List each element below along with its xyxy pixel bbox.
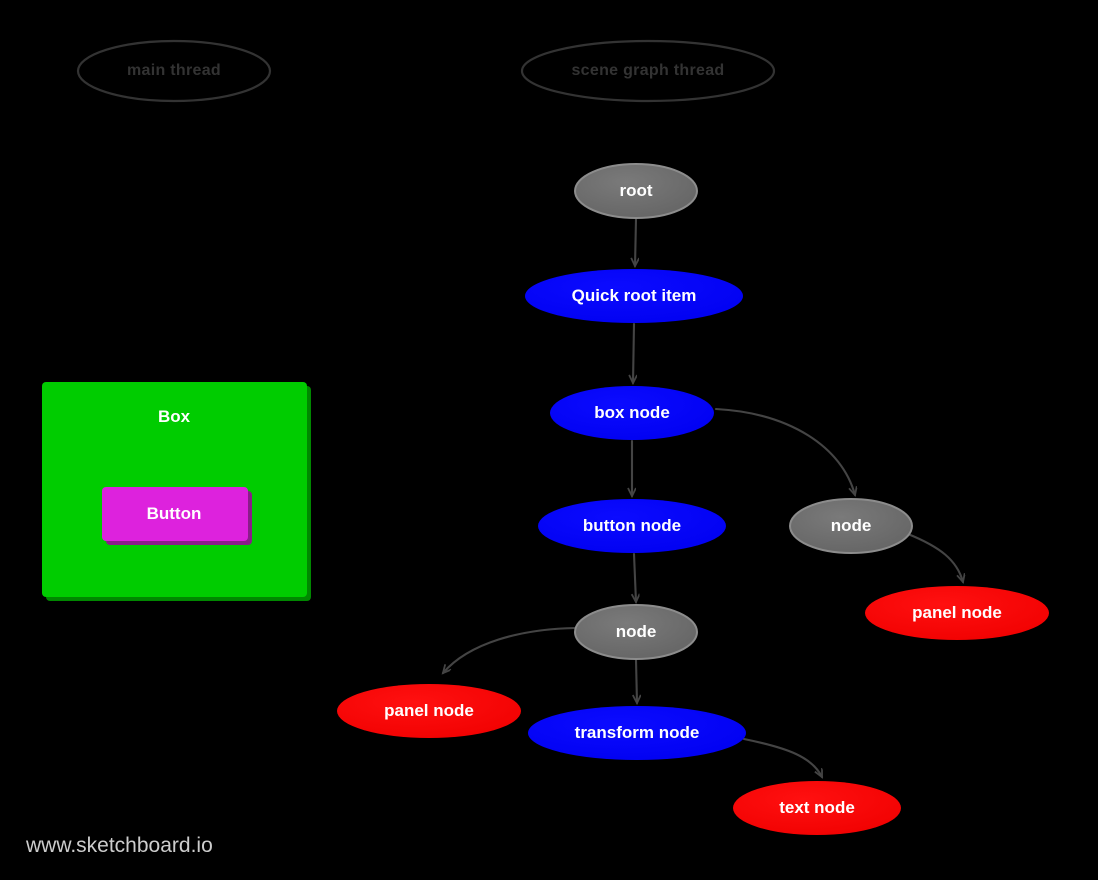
edge-root-to-quick-root-item[interactable] [635, 217, 636, 266]
edge-node-right-to-panel-node-right[interactable] [906, 532, 963, 582]
node-ellipse-text-node[interactable] [733, 781, 901, 835]
swimlane-ellipse-main-thread[interactable] [76, 39, 272, 103]
node-ellipse-quick-root-item[interactable] [525, 269, 743, 323]
node-ellipse-panel-node-left[interactable] [337, 684, 521, 738]
shape-button[interactable] [102, 487, 252, 545]
node-ellipse-root[interactable] [574, 163, 698, 219]
shape-label-box: Box [157, 407, 191, 426]
swimlane-ellipses [76, 39, 776, 103]
node-ellipse-button-node[interactable] [538, 499, 726, 553]
edge-box-node-to-node-right[interactable] [714, 407, 855, 495]
scene-graph-nodes [337, 163, 1049, 835]
edge-node-center-to-panel-node-left[interactable] [443, 626, 578, 673]
node-ellipse-panel-node-right[interactable] [865, 586, 1049, 640]
node-ellipse-node-center[interactable] [574, 604, 698, 660]
ui-mock-shapes [42, 382, 311, 601]
edge-quick-root-item-to-box-node[interactable] [633, 322, 634, 383]
edge-node-center-to-transform-node[interactable] [636, 658, 637, 703]
shape-label-button: Button [146, 504, 202, 523]
edge-transform-node-to-text-node[interactable] [742, 737, 824, 777]
edge-connectors [443, 217, 963, 777]
node-ellipse-transform-node[interactable] [528, 706, 746, 760]
node-ellipse-node-right[interactable] [789, 498, 913, 554]
swimlane-ellipse-scene-graph-thread[interactable] [520, 39, 776, 103]
watermark-text: www.sketchboard.io [26, 834, 213, 857]
node-ellipse-box-node[interactable] [550, 386, 714, 440]
edge-button-node-to-node-center[interactable] [634, 552, 636, 602]
shape-fill-button [102, 487, 248, 541]
